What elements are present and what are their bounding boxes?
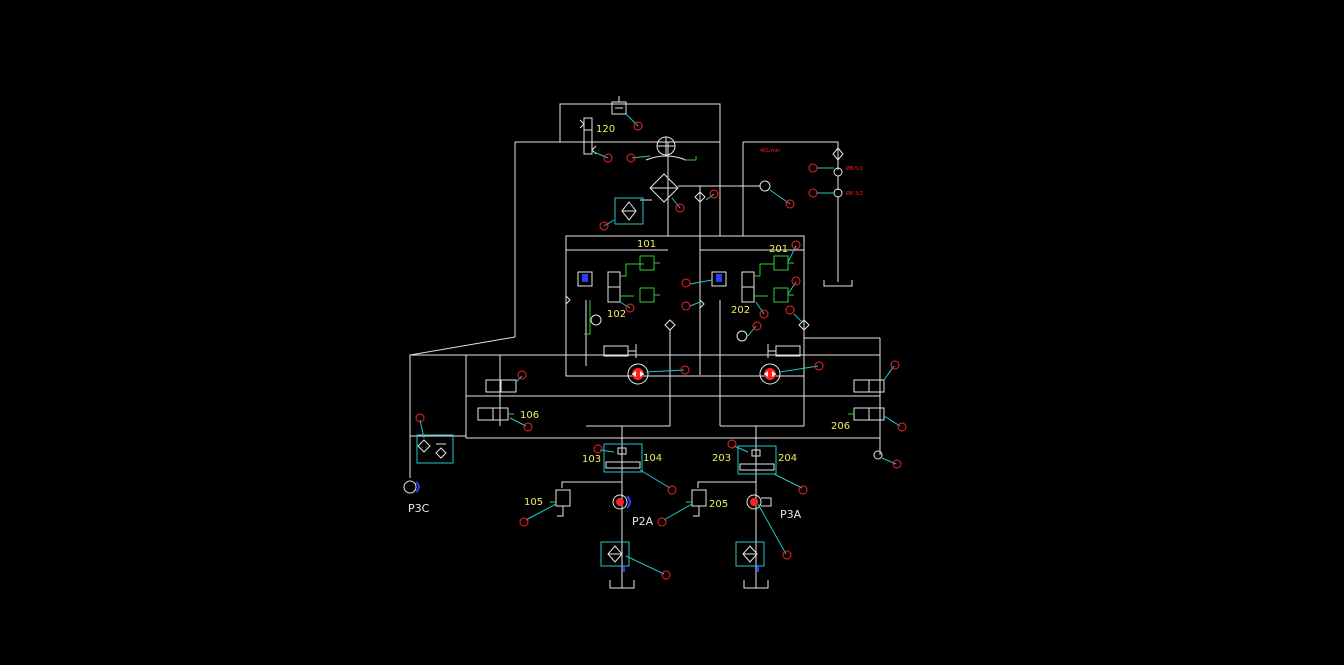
suction-filter-left [600, 541, 635, 589]
manifold-203-204: 203 204 [712, 445, 797, 475]
relief-205: 205 [686, 489, 728, 517]
label-201: 201 [769, 244, 788, 255]
valve-block-102: 101 102 [565, 239, 676, 385]
pump-p3a: P3A [746, 494, 802, 521]
relief-top [611, 96, 627, 115]
label-203: 203 [712, 453, 731, 464]
check-stack-right: 40L/min Ø8-5/2 Ø8-3/2 [760, 147, 863, 287]
label-206: 206 [831, 421, 850, 432]
manifold-103-104: 103 104 [582, 443, 662, 473]
label-120: 120 [596, 124, 615, 135]
label-202: 202 [731, 305, 750, 316]
p3c-group: P3C [403, 434, 454, 515]
filter-cyan [614, 197, 644, 225]
label-p3a: P3A [780, 508, 802, 521]
fan-cooler [645, 136, 697, 161]
label-p3c: P3C [408, 502, 430, 515]
heat-exchanger [649, 173, 679, 203]
valve-block-202: 201 202 [699, 244, 810, 385]
label-101: 101 [637, 239, 656, 250]
suction-filter-right [735, 541, 769, 589]
pipe-network [409, 103, 881, 588]
label-check-top: Ø8-5/2 [846, 165, 863, 172]
callouts [415, 113, 907, 580]
check-valves-top [694, 180, 771, 203]
valve-206: 206 [831, 379, 885, 460]
label-102: 102 [607, 309, 626, 320]
label-rate: 40L/min [760, 148, 780, 154]
valve-120: 120 [579, 117, 615, 155]
valve-106: 106 [477, 379, 539, 421]
label-106: 106 [520, 410, 539, 421]
label-103: 103 [582, 454, 601, 465]
label-105: 105 [524, 497, 543, 508]
label-check-bottom: Ø8-3/2 [846, 190, 863, 197]
label-104: 104 [643, 453, 662, 464]
label-p2a: P2A [632, 515, 654, 528]
label-205: 205 [709, 499, 728, 510]
relief-105: 105 [524, 489, 571, 517]
pump-p2a: P2A [612, 494, 654, 528]
label-204: 204 [778, 453, 797, 464]
